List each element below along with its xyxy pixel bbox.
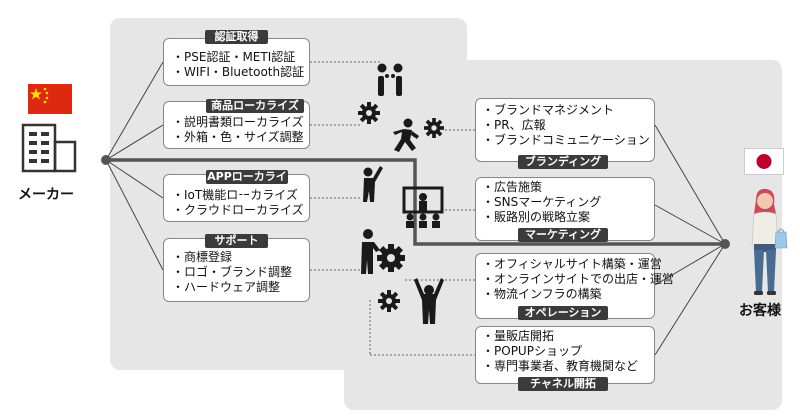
list-item: 物流インフラの構築 xyxy=(482,287,654,302)
gear-icon xyxy=(358,102,380,124)
maker-label: メーカー xyxy=(18,187,74,203)
list-item: ブランドコミュニケーション xyxy=(482,133,654,148)
tag-channel: チャネル開拓 xyxy=(518,377,608,391)
gear-icon xyxy=(424,118,444,138)
list-item: オンラインサイトでの出店・運営 xyxy=(482,272,674,287)
list-item: SNSマーケティング xyxy=(482,195,654,210)
list-item: WIFI・Bluetooth認証 xyxy=(172,65,309,80)
list-item: ハードウェア調整 xyxy=(172,280,309,295)
building-icon xyxy=(20,122,80,174)
list-item: PSE認証・METI認証 xyxy=(172,50,309,65)
list-item: 商標登録 xyxy=(172,250,309,265)
list-item: ブランドマネジメント xyxy=(482,103,654,118)
box-channel: 量販店開拓 POPUPショップ 専門事業者、教育機関など xyxy=(475,326,655,384)
tag-operation: オペレーション xyxy=(518,306,608,320)
presentation-icon xyxy=(400,186,446,228)
list-item: 外箱・色・サイズ調整 xyxy=(172,130,309,145)
list-item: IoT機能ローカライズ xyxy=(172,188,309,203)
raising-hand-person-icon xyxy=(356,164,384,204)
running-person-icon xyxy=(386,118,424,156)
tag-app-localize: APPローカライズ xyxy=(206,170,288,197)
cheering-person-icon xyxy=(412,278,446,326)
person-with-gear-icon xyxy=(358,228,406,276)
japan-flag-icon xyxy=(744,148,784,175)
list-item: オフィシャルサイト構築・運営 xyxy=(482,257,662,272)
customer-label: お客様 xyxy=(739,303,781,319)
list-item: ロゴ・ブランド調整 xyxy=(172,265,309,280)
meeting-people-icon xyxy=(370,62,410,98)
tag-support: サポート xyxy=(205,234,268,248)
box-support: 商標登録 ロゴ・ブランド調整 ハードウェア調整 xyxy=(163,238,310,302)
list-item: 説明書類ローカライズ xyxy=(172,115,309,130)
china-flag-icon xyxy=(28,84,72,114)
tag-branding: ブランディング xyxy=(518,155,608,169)
tag-product-localize: 商品ローカライズ xyxy=(206,99,304,113)
box-certification: PSE認証・METI認証 WIFI・Bluetooth認証 xyxy=(163,38,310,86)
list-item: POPUPショップ xyxy=(482,344,654,359)
list-item: 広告施策 xyxy=(482,180,654,195)
tag-marketing: マーケティング xyxy=(518,228,608,242)
box-branding: ブランドマネジメント PR、広報 ブランドコミュニケーション xyxy=(475,98,655,162)
tag-certification: 認証取得 xyxy=(205,30,268,44)
list-item: 専門事業者、教育機関など xyxy=(482,359,654,374)
woman-shopper-icon xyxy=(740,188,790,298)
list-item: 量販店開拓 xyxy=(482,329,654,344)
list-item: PR、広報 xyxy=(482,118,654,133)
gear-icon xyxy=(378,290,400,312)
list-item: 販路別の戦略立案 xyxy=(482,210,654,225)
list-item: クラウドローカライズ xyxy=(172,203,309,218)
